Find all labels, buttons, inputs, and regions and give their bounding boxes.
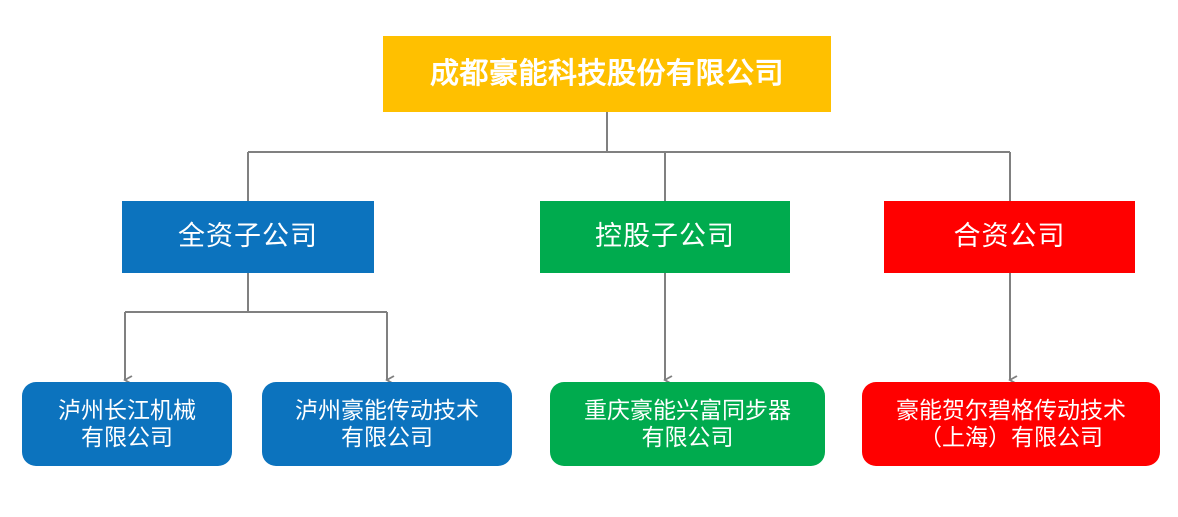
node-subsidiary-luzhou-changjiang[interactable]: 泸州长江机械 有限公司 (22, 382, 232, 466)
node-subsidiary-luzhou-haoneng[interactable]: 泸州豪能传动技术 有限公司 (262, 382, 512, 466)
node-category-joint-venture[interactable]: 合资公司 (884, 201, 1135, 273)
node-category-holding[interactable]: 控股子公司 (540, 201, 790, 273)
node-category-wholly-owned[interactable]: 全资子公司 (122, 201, 374, 273)
node-root-company[interactable]: 成都豪能科技股份有限公司 (383, 36, 831, 112)
node-subsidiary-hoerbiger-shanghai[interactable]: 豪能贺尔碧格传动技术 （上海）有限公司 (862, 382, 1160, 466)
node-subsidiary-chongqing-xingfu[interactable]: 重庆豪能兴富同步器 有限公司 (550, 382, 825, 466)
